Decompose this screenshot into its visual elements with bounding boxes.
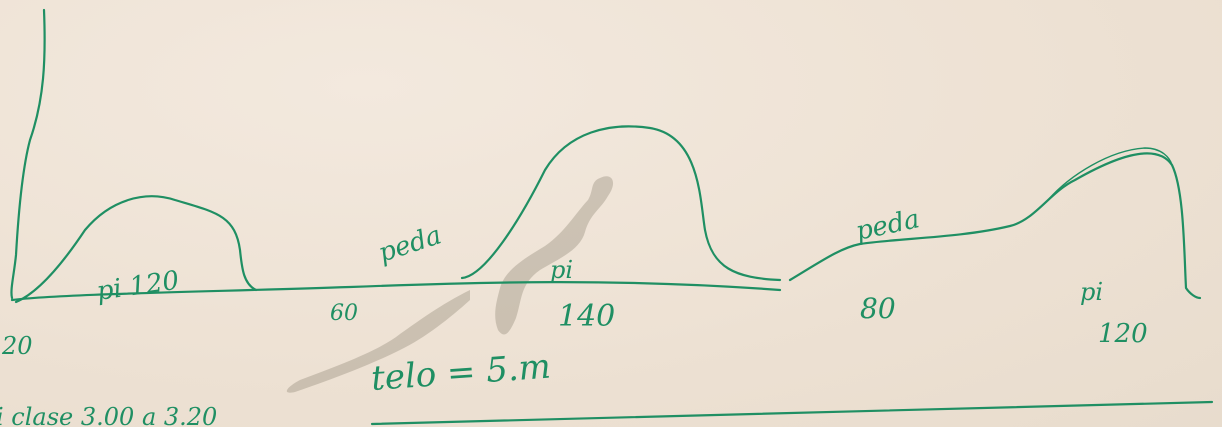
gap-2-value: 80 xyxy=(860,292,896,325)
pedestal-2-label: peda xyxy=(853,204,922,247)
bottom-note: i clase 3.00 a 3.20 xyxy=(0,403,217,427)
graphite-smudge xyxy=(286,176,614,393)
telo-note: telo = 5.m xyxy=(370,347,552,399)
vertical-axis-line xyxy=(10,8,46,300)
gap-1-value: 60 xyxy=(330,301,358,326)
hump-2-top-label: pi xyxy=(550,256,573,284)
bottom-rule-line xyxy=(370,400,1214,426)
pedestal-1-label: peda xyxy=(375,220,445,268)
left-value: 20 xyxy=(1,332,33,360)
baseline-line xyxy=(10,281,782,302)
hump-3-outline xyxy=(788,152,1202,300)
hump-3-value: 120 xyxy=(1098,319,1148,349)
hump-1-outline xyxy=(14,195,258,304)
hump-3-top-label: pi xyxy=(1080,278,1103,306)
hump-1-label: pi 120 xyxy=(95,266,181,307)
hump-3-double-line xyxy=(1047,147,1173,201)
hump-2-outline xyxy=(460,125,782,282)
hump-2-value: 140 xyxy=(558,299,615,334)
